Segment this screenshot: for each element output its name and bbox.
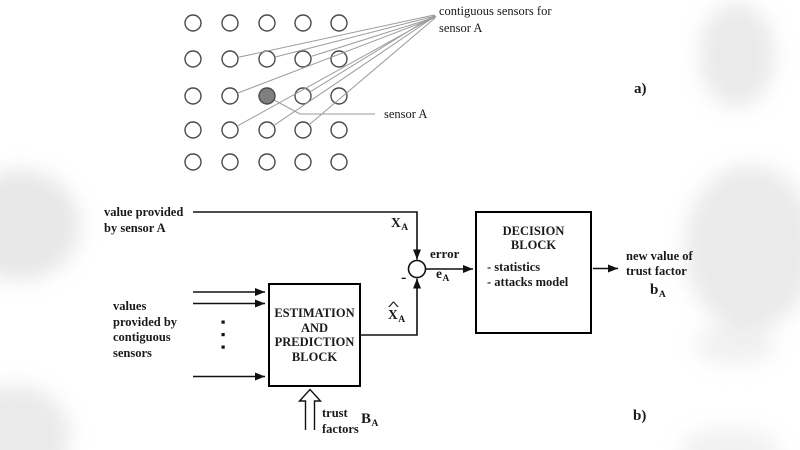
x-hat-base: X: [388, 307, 398, 322]
decision-item-statistics: - statistics: [487, 260, 541, 274]
sensor-node: [294, 121, 312, 139]
x-input-base: X: [391, 215, 401, 230]
value-provided-line2: by sensor A: [104, 220, 166, 235]
sensor-node: [221, 50, 239, 68]
trust-symbol-base: B: [361, 411, 372, 427]
values-provided-line1: values: [113, 299, 147, 313]
trust-factors-line2: factors: [322, 421, 359, 436]
sensor-node: [330, 87, 348, 105]
background-smudge: [699, 3, 775, 107]
trust-factors-label: trust factors: [322, 406, 359, 437]
sensor-a-leader-line: [273, 99, 375, 115]
estimation-line4: BLOCK: [291, 349, 338, 364]
values-provided-label: values provided by contiguous sensors: [113, 299, 177, 361]
contiguous-lines: [236, 14, 437, 127]
decision-block: DECISION BLOCK - statistics - attacks mo…: [475, 211, 592, 334]
background-smudge: [680, 428, 780, 450]
sensor-node: [221, 153, 239, 171]
decision-title-line2: BLOCK: [510, 238, 557, 252]
sensor-node: [258, 121, 276, 139]
decision-title-line1: DECISION: [502, 224, 565, 238]
sensor-node: [330, 50, 348, 68]
error-label: error: [430, 246, 460, 261]
sensor-node: [184, 14, 202, 32]
sensor-node: [184, 153, 202, 171]
new-value-symbol-subscript: A: [658, 290, 666, 300]
sensor-node: [184, 87, 202, 105]
values-provided-line4: sensors: [113, 345, 152, 360]
values-provided-line3: contiguous: [113, 330, 171, 344]
sensor-node: [294, 50, 312, 68]
sensor-node: [221, 14, 239, 32]
vertical-ellipsis-dot: [221, 345, 225, 349]
x-hat-subscript: A: [398, 315, 406, 325]
sensor-grid: [184, 14, 348, 171]
sensor-node: [294, 14, 312, 32]
contiguous-sensor-line: [308, 17, 436, 126]
error-symbol-base: e: [436, 266, 442, 281]
sensor-node: [221, 87, 239, 105]
minus-sign: -: [401, 269, 407, 286]
trust-factors-arrow: [297, 388, 323, 430]
trust-symbol: BA: [361, 411, 379, 429]
background-smudge: [695, 325, 775, 365]
sensor-node: [258, 50, 276, 68]
decision-item-attacks-model: - attacks model: [487, 274, 569, 289]
contiguous-sensor-line: [237, 14, 435, 58]
vertical-ellipsis-dot: [221, 320, 225, 324]
new-value-label: new value of trust factor: [626, 249, 693, 278]
sensor-a-label: sensor A: [384, 107, 428, 121]
sensor-node: [184, 121, 202, 139]
value-provided-line1: value provided: [104, 205, 184, 219]
sensor-node: [258, 14, 276, 32]
summation-node: [407, 259, 427, 279]
estimation-line3: PREDICTION: [274, 335, 355, 349]
estimation-prediction-block: ESTIMATION AND PREDICTION BLOCK: [268, 283, 361, 387]
trust-factors-line1: trust: [322, 406, 348, 420]
values-provided-line2: provided by: [113, 314, 178, 329]
value-provided-label: value provided by sensor A: [104, 205, 183, 236]
estimation-line1: ESTIMATION: [274, 306, 355, 320]
sensor-a-node: [258, 87, 276, 105]
contiguous-sensors-callout: contiguous sensors for sensor A: [439, 3, 552, 37]
sensor-node: [221, 121, 239, 139]
x-hat-circumflex: ^: [386, 298, 401, 312]
contiguous-sensor-line: [273, 16, 435, 127]
sensor-node: [330, 153, 348, 171]
new-value-line1: new value of: [626, 249, 693, 263]
contiguous-sensor-line: [237, 17, 435, 94]
sensor-node: [258, 153, 276, 171]
sensor-node: [330, 14, 348, 32]
estimate-feedback-path: [361, 278, 421, 336]
background-smudge: [685, 165, 800, 330]
sensor-node: [294, 153, 312, 171]
x-hat-symbol: ^XA: [387, 298, 406, 325]
sensor-a-value-path: [193, 211, 421, 260]
x-input-symbol: XA: [391, 215, 409, 233]
callout-line-1: contiguous sensors for: [439, 4, 552, 18]
sensor-node: [184, 50, 202, 68]
sensor-node: [330, 121, 348, 139]
trust-symbol-subscript: A: [371, 419, 379, 429]
error-symbol-subscript: A: [442, 274, 450, 284]
error-symbol: eA: [436, 266, 450, 284]
new-value-symbol-base: b: [650, 282, 659, 298]
contiguous-sensor-line: [236, 15, 437, 127]
new-value-symbol: bA: [650, 282, 666, 300]
contiguous-sensor-line: [274, 15, 436, 58]
x-input-subscript: A: [401, 223, 409, 233]
panel-a-tag: a): [634, 81, 647, 97]
vertical-ellipsis-dot: [221, 333, 225, 337]
contiguous-sensor-line: [310, 16, 437, 58]
estimation-line2: AND: [300, 320, 329, 335]
callout-line-2: sensor A: [439, 21, 483, 35]
panel-b-tag: b): [633, 408, 647, 424]
new-value-line2: trust factor: [626, 263, 687, 278]
